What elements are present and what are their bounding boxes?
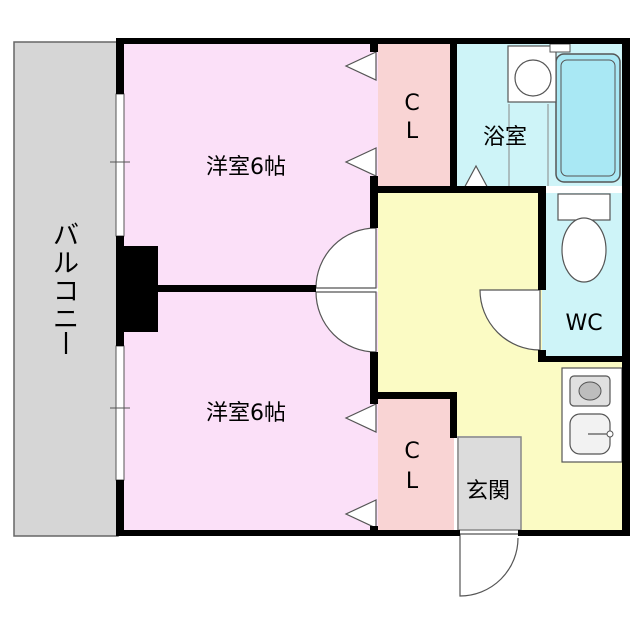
toilet-label: WC — [565, 311, 602, 336]
washbasin-bowl — [514, 59, 552, 97]
closet-2-floor — [378, 398, 454, 530]
bathtub — [555, 53, 621, 183]
closet-2-label-bottom: L — [406, 469, 419, 494]
door-swing-room2 — [315, 291, 377, 353]
closet-2-label-top: C — [404, 439, 419, 464]
door-swing-room1 — [315, 227, 377, 289]
balcony-label-char-2: ル — [53, 249, 79, 279]
entrance-floor — [457, 436, 521, 530]
balcony-label-char-4: ニ — [53, 305, 79, 335]
balcony-label-char-3: コ — [53, 277, 79, 307]
walls — [116, 38, 630, 536]
bathroom-label: 浴室 — [483, 125, 527, 150]
ldk-floor — [378, 192, 622, 530]
bathtub-inner — [560, 59, 616, 177]
toilet-bowl — [561, 217, 607, 283]
entrance-door-swing — [459, 534, 519, 597]
entrance-step — [457, 436, 522, 531]
closet-2-doors — [344, 403, 377, 529]
toilet-tank — [557, 193, 611, 221]
window-room1 — [115, 93, 125, 237]
balcony-label-char-5-text: ー — [66, 353, 67, 355]
balcony-label-char-1: バ — [53, 221, 79, 251]
faucet-icon — [549, 43, 571, 53]
toilet-door-swing — [479, 289, 541, 351]
western-room-2-label: 洋室6帖 — [206, 401, 286, 426]
window-room2 — [115, 345, 125, 481]
closet-1-floor — [378, 44, 452, 186]
balcony-area — [13, 41, 119, 537]
closet-1-label-bottom: L — [406, 119, 419, 144]
entrance-label: 玄関 — [466, 479, 510, 504]
closet-1-label-top: C — [404, 91, 419, 116]
western-room-1-label: 洋室6帖 — [206, 155, 286, 180]
closet-1-doors — [344, 51, 377, 177]
balcony-label-char-5: ー — [64, 332, 68, 355]
